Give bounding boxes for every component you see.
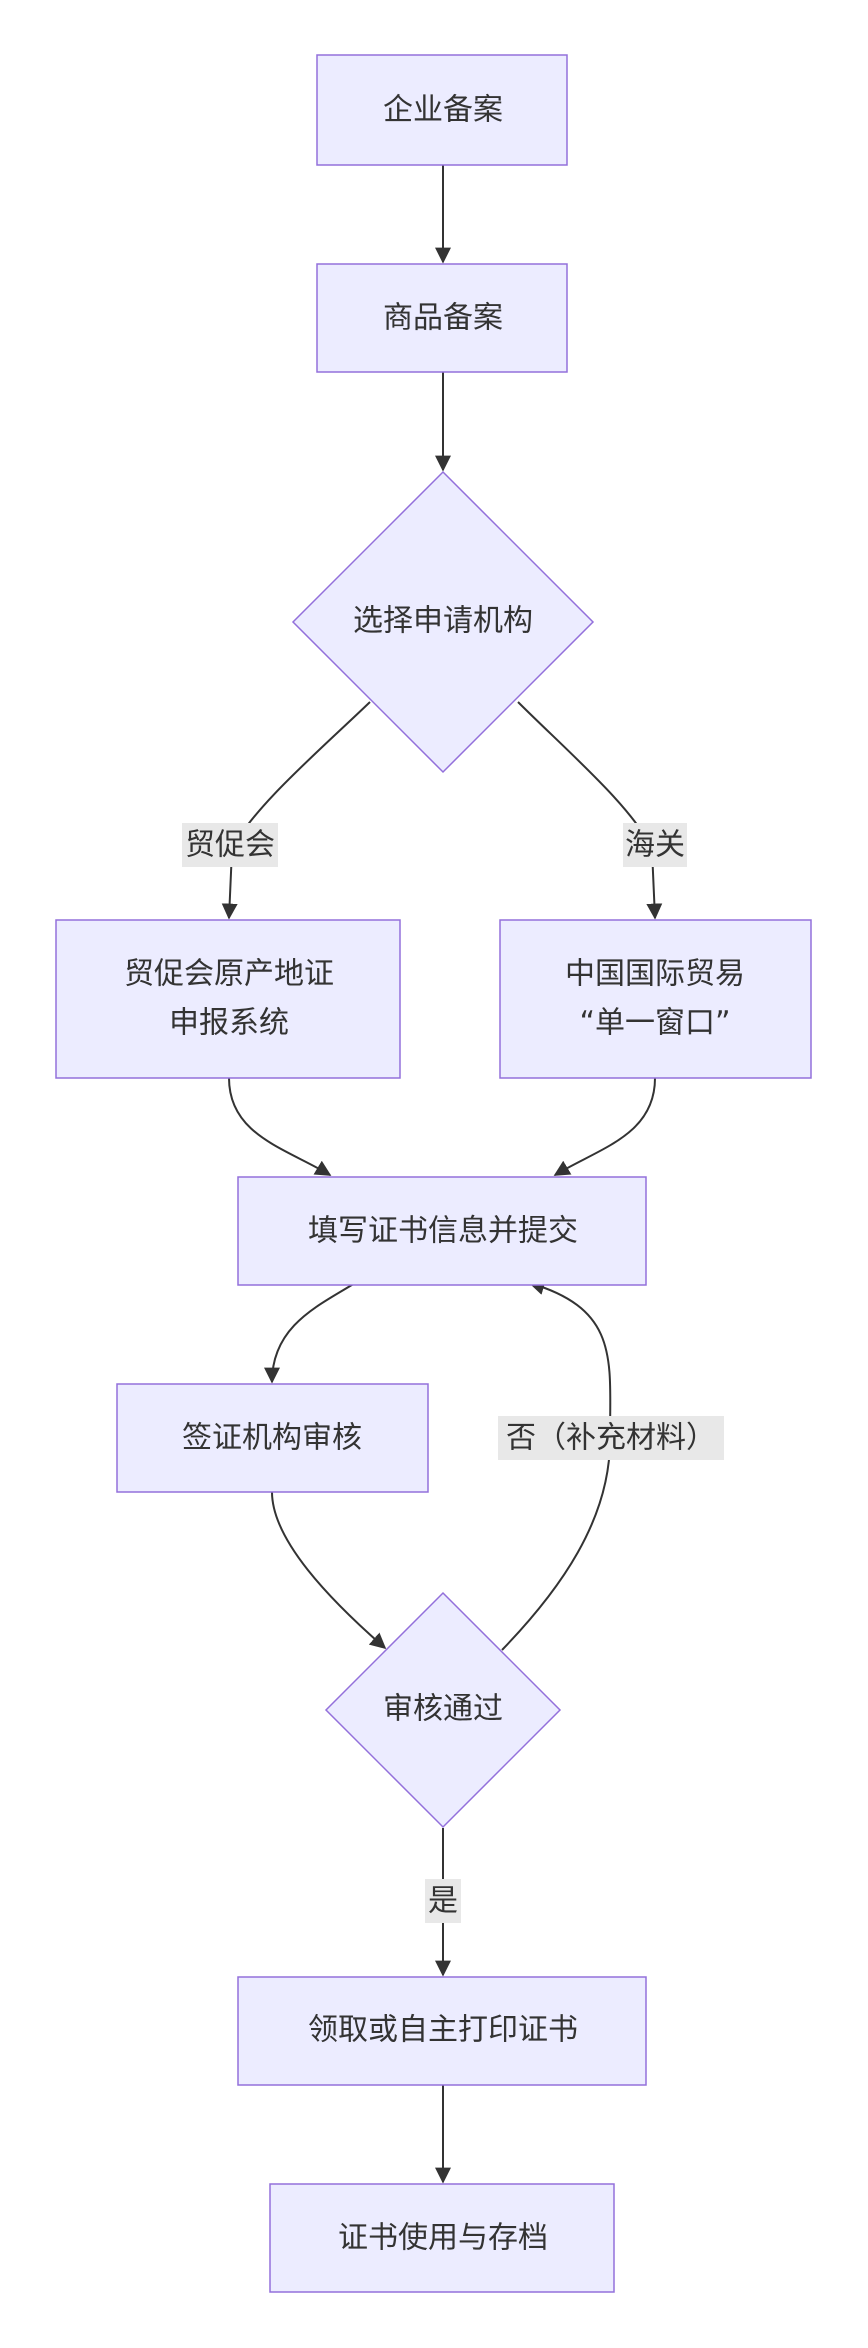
node-label: 填写证书信息并提交 — [308, 1214, 578, 1249]
edge-choose-to-ccpit — [221, 701, 371, 920]
node-ccpit-system: 贸促会原产地证 申报系统 — [55, 919, 401, 1079]
edge-label-text: 海关 — [625, 828, 685, 863]
edge-label-text: 贸促会 — [185, 828, 275, 863]
node-fill-submit: 填写证书信息并提交 — [237, 1176, 647, 1286]
node-label: 企业备案 — [383, 93, 503, 128]
edge-label-customs: 海关 — [623, 823, 687, 867]
edge-choose-to-single-window — [517, 701, 663, 920]
node-collect-print: 领取或自主打印证书 — [237, 1976, 647, 2086]
node-product-filing: 商品备案 — [316, 263, 568, 373]
node-label: 签证机构审核 — [182, 1421, 362, 1456]
node-label-line1: 中国国际贸易 — [565, 957, 745, 992]
node-review-passed: 审核通过 — [324, 1591, 562, 1829]
node-label: 证书使用与存档 — [338, 2221, 548, 2256]
node-agency-review: 签证机构审核 — [116, 1383, 429, 1493]
node-label-line2: 申报系统 — [169, 1006, 289, 1041]
edge-single-window-to-fill — [553, 1077, 656, 1176]
edge-label-text: 是 — [428, 1884, 458, 1919]
node-single-window: 中国国际贸易 “单一窗口” — [499, 919, 812, 1079]
edge-label-ccpit: 贸促会 — [182, 823, 278, 867]
edge-label-text: 否（补充材料） — [506, 1421, 716, 1456]
edge-label-yes: 是 — [425, 1879, 461, 1923]
edge-label-no-supplement: 否（补充材料） — [498, 1416, 724, 1460]
node-label: 领取或自主打印证书 — [308, 2013, 578, 2048]
node-label: 选择申请机构 — [353, 604, 533, 639]
node-label-line1: 贸促会原产地证 — [124, 957, 334, 992]
node-use-archive: 证书使用与存档 — [269, 2183, 615, 2293]
edge-review-to-passed — [271, 1491, 387, 1650]
edge-passed-to-fill-no — [501, 1279, 612, 1651]
node-label: 商品备案 — [383, 301, 503, 336]
node-label-line2: “单一窗口” — [579, 1006, 730, 1041]
edge-ccpit-to-fill — [228, 1077, 332, 1176]
node-choose-agency: 选择申请机构 — [291, 470, 595, 774]
edge-fill-to-review — [264, 1282, 356, 1384]
node-label: 审核通过 — [383, 1692, 503, 1727]
node-enterprise-filing: 企业备案 — [316, 54, 568, 166]
